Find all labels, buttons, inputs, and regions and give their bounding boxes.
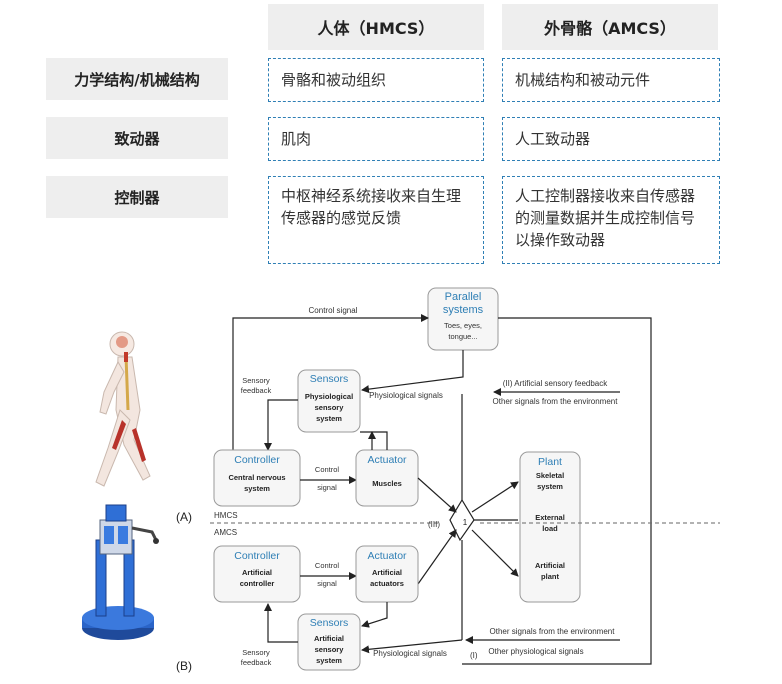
iii-label: (III) [428, 520, 440, 529]
control-signal-mid-l1: Control [315, 465, 340, 474]
actuator-bot-l1: Artificial [372, 568, 402, 577]
plant-a1: Skeletal [536, 471, 564, 480]
control-signal-top-label: Control signal [309, 306, 358, 315]
other-physio-label: Other physiological signals [488, 647, 583, 656]
control-signal-top-line [232, 314, 429, 452]
header-amcs: 外骨骼（AMCS） [502, 4, 718, 50]
cell-controller-hmcs: 中枢神经系统接收来自生理传感器的感觉反馈 [268, 176, 484, 264]
sensors-top-title: Sensors [310, 373, 349, 385]
plant-b1: External [535, 513, 565, 522]
plant-c2: plant [541, 572, 559, 581]
artificial-feedback-label: (II) Artificial sensory feedback [503, 379, 608, 388]
human-figure-illustration [95, 331, 151, 487]
sensory-feedback-top-l2: feedback [241, 386, 272, 395]
controller-bot-box [213, 545, 301, 603]
other-env-top-label: Other signals from the environment [493, 397, 619, 406]
outer-right-loop [462, 317, 652, 665]
cell-actuator-amcs: 人工致动器 [502, 117, 720, 161]
controller-bot-title: Controller [234, 550, 280, 562]
actuator-bot-title: Actuator [367, 550, 407, 562]
amcs-label: AMCS [214, 528, 237, 537]
parallel-title1: Parallel [445, 291, 482, 303]
row-label-actuator: 致动器 [46, 117, 228, 159]
controller-top-l2: system [244, 484, 270, 493]
header-hmcs: 人体（HMCS） [268, 4, 484, 50]
label-a: (A) [176, 510, 192, 524]
junction-one-label: 1 [463, 518, 468, 527]
parallel-to-sensors-line [361, 350, 464, 394]
plant-b2: load [542, 524, 558, 533]
physio-signals-bot-label: Physiological signals [373, 649, 447, 658]
control-signal-bot-l2: signal [317, 579, 337, 588]
label-b: (B) [176, 659, 192, 673]
sensors-bot-l2: sensory [315, 645, 345, 654]
plant-box [519, 451, 581, 603]
hmcs-label: HMCS [214, 511, 238, 520]
sensors-bot-l3: system [316, 656, 342, 665]
parallel-sub1: Toes, eyes, [444, 321, 482, 330]
sensors-bot-l1: Artificial [314, 634, 344, 643]
controller-bot-l1: Artificial [242, 568, 272, 577]
plant-title: Plant [538, 456, 562, 468]
sensory-feedback-bot-line [264, 603, 298, 643]
sensors-bot-title: Sensors [310, 617, 349, 629]
sensory-feedback-bot-l1: Sensory [242, 648, 270, 657]
controller-top-l1: Central nervous [228, 473, 285, 482]
sensors-top-l1: Physiological [305, 392, 353, 401]
parallel-title2: systems [443, 304, 484, 316]
sensory-feedback-top-l1: Sensory [242, 376, 270, 385]
other-env-bot-label: Other signals from the environment [490, 627, 616, 636]
sensors-top-l3: system [316, 414, 342, 423]
sensors-top-box [297, 369, 361, 433]
sensory-feedback-bot-l2: feedback [241, 658, 272, 667]
controller-top-box [213, 449, 301, 507]
i-label: (I) [470, 651, 478, 660]
cell-actuator-hmcs: 肌肉 [268, 117, 484, 161]
actuator-top-title: Actuator [367, 454, 407, 466]
control-signal-bot-l1: Control [315, 561, 340, 570]
actuator-top-l1: Muscles [372, 479, 402, 488]
cell-structure-hmcs: 骨骼和被动组织 [268, 58, 484, 102]
control-signal-mid-l2: signal [317, 483, 337, 492]
cell-controller-amcs: 人工控制器接收来自传感器的测量数据并生成控制信号以操作致动器 [502, 176, 720, 264]
actuator-to-sensor-top [360, 431, 388, 450]
row-label-structure: 力学结构/机械结构 [46, 58, 228, 100]
physio-signals-bot-line [361, 639, 463, 654]
plant-a2: system [537, 482, 563, 491]
parallel-sub2: tongue... [448, 332, 477, 341]
physio-signals-top-label: Physiological signals [369, 391, 443, 400]
sensors-top-l2: sensory [315, 403, 345, 412]
sensory-feedback-top-line [264, 399, 298, 451]
exoskeleton-robot-illustration [82, 504, 159, 640]
controller-top-title: Controller [234, 454, 280, 466]
actuator-bot-l2: actuators [370, 579, 404, 588]
plant-c1: Artificial [535, 561, 565, 570]
actuator-to-sensor-bot [361, 602, 388, 628]
controller-bot-l2: controller [240, 579, 275, 588]
cell-structure-amcs: 机械结构和被动元件 [502, 58, 720, 102]
row-label-controller: 控制器 [46, 176, 228, 218]
